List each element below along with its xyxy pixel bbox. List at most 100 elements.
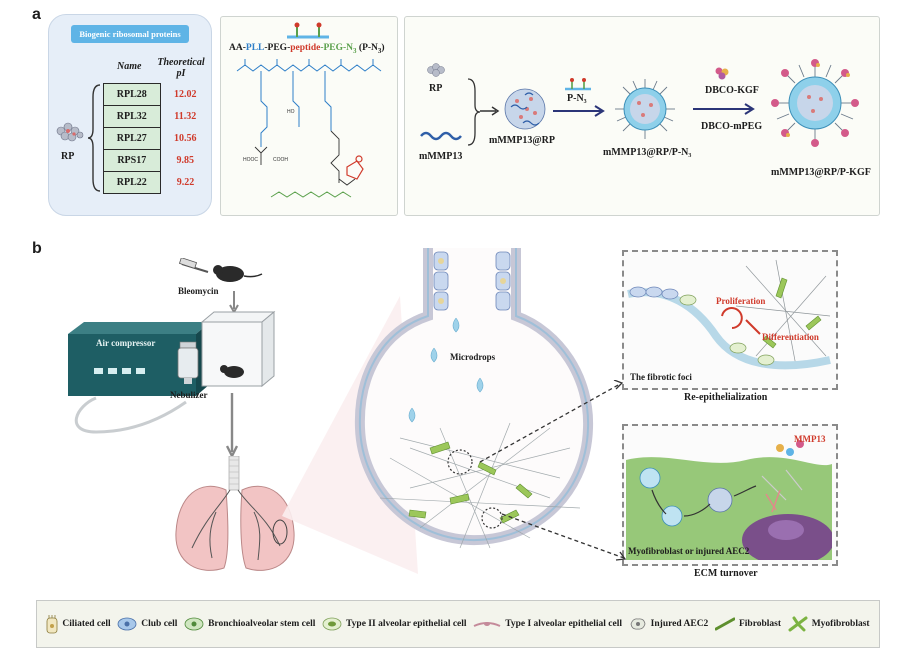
alveolus-illustration: [354, 248, 594, 549]
air-compressor-label: Air compressor: [96, 338, 156, 348]
zoom-leader-lines-lower: [501, 513, 627, 561]
legend-item: Fibroblast: [714, 617, 782, 631]
protein-name: RPS17: [103, 149, 161, 172]
table-row: RPL32 11.32: [103, 105, 211, 128]
table-row: RPL22 9.22: [103, 171, 211, 194]
synthesis-scheme-box: RP mMMP13 mMMP13@RP P-N₃ mMMP13@RP/P-N₃ …: [404, 16, 880, 216]
legend-label: Injured AEC2: [650, 619, 709, 629]
legend-item: Type I alveolar epithelial cell: [473, 618, 622, 630]
legend-label: Type II alveolar epithelial cell: [346, 619, 467, 629]
polymer-title-part: -PEG-: [264, 43, 291, 53]
proliferation-label: Proliferation: [716, 296, 766, 306]
cell-legend: Ciliated cell Club cell Bronchioalveolar…: [36, 600, 880, 648]
panel-b-letter: b: [32, 240, 42, 257]
polymer-title-part: 3: [353, 46, 357, 55]
rp-source-label: RP: [61, 151, 75, 162]
arrow-icon: [553, 105, 605, 117]
tubing-icon: [74, 396, 187, 434]
protein-name: RPL27: [103, 127, 161, 150]
differentiation-label: Differentiation: [762, 332, 819, 342]
polymer-structure-box: AA-PLL-PEG-peptide-PEG-N3 (P-N3) HO HOOC…: [220, 16, 398, 216]
polymer-title-part: 3: [377, 46, 382, 55]
mmmp13-label: mMMP13: [419, 151, 463, 162]
type2-cell-icon: [322, 617, 342, 631]
mouse-syringe-icon: [178, 258, 263, 282]
club-cell-icon: [117, 617, 137, 631]
legend-label: Myofibroblast: [811, 619, 870, 629]
exposure-chamber-icon: [200, 310, 276, 388]
pn3-cartoon-icon: [565, 78, 591, 91]
polymer-title-part: AA-: [229, 43, 246, 53]
microdrops-label: Microdrops: [450, 352, 496, 362]
protein-pi: 9.22: [176, 177, 195, 188]
protein-name: RPL32: [103, 105, 161, 128]
table-row: RPS17 9.85: [103, 149, 211, 172]
polymer-title-part: -PEG-N: [320, 43, 354, 53]
polymer-title-part: ): [381, 43, 385, 53]
polymer-title-part: peptide: [290, 43, 321, 53]
legend-label: Club cell: [141, 619, 178, 629]
arrow-icon: [226, 393, 238, 458]
svg-text:HO: HO: [287, 109, 295, 115]
ribosomal-protein-box-title: Biogenic ribosomal proteins: [71, 25, 189, 43]
protein-name: RPL22: [103, 171, 161, 194]
pn3-label: P-N₃: [567, 93, 587, 104]
svg-text:COOH: COOH: [273, 157, 288, 163]
rp-label: RP: [429, 83, 443, 94]
polymer-title-part: (P-N: [356, 43, 378, 53]
injured-aec2-icon: [630, 618, 646, 630]
arrow-icon: [693, 103, 755, 115]
legend-item: Myofibroblast: [788, 616, 870, 632]
brace-icon: [87, 84, 101, 192]
rp-small-icon: [427, 63, 445, 77]
nebulizer-icon: [177, 341, 199, 384]
legend-label: Ciliated cell: [62, 619, 111, 629]
polymer-cartoon-icon: [287, 22, 329, 39]
svg-text:HOOC: HOOC: [243, 157, 258, 163]
legend-item: Bronchioalveolar stem cell: [184, 617, 315, 631]
np2-label: mMMP13@RP/P-N₃: [603, 147, 692, 158]
kgf-cluster-icon: [715, 67, 729, 80]
fibroblast-icon: [714, 617, 735, 631]
np1-label: mMMP13@RP: [489, 135, 555, 146]
ciliated-cell-icon: [46, 615, 58, 634]
legend-label: Bronchioalveolar stem cell: [208, 619, 316, 629]
polymer-title: AA-PLL-PEG-peptide-PEG-N3 (P-N3): [229, 43, 385, 55]
chemical-structure-icon: HO HOOC COOH: [236, 59, 382, 198]
arrow-icon: [480, 106, 500, 116]
mmmp13-rp-p-kgf-nanoparticle-icon: [771, 59, 859, 147]
mmp13-label: MMP13: [794, 434, 826, 444]
bleomycin-label: Bleomycin: [178, 286, 219, 296]
column-name-header: Name: [117, 61, 142, 72]
ribosomal-protein-box: Biogenic ribosomal proteins Name Theoret…: [48, 14, 212, 216]
legend-item: Injured AEC2: [629, 617, 709, 631]
brace-merge-icon: [467, 78, 481, 146]
stem-cell-icon: [184, 617, 204, 631]
zoom-leader-lines: [479, 380, 624, 526]
myofibroblast-icon: [788, 616, 808, 632]
dbco-kgf-label: DBCO-KGF: [705, 85, 759, 96]
mmmp13-wave-icon: [420, 131, 462, 141]
np3-label: mMMP13@RP/P-KGF: [771, 167, 871, 178]
protein-pi: 9.85: [176, 155, 195, 166]
column-pi-header: Theoretical pI: [157, 57, 205, 79]
table-row: RPL28 12.02: [103, 83, 211, 106]
re-epithelialization-label: Re-epithelialization: [684, 392, 768, 403]
nebulizer-label: Nebulizer: [170, 390, 208, 400]
legend-item: Ciliated cell: [46, 614, 111, 634]
legend-item: Club cell: [117, 617, 177, 631]
myofibroblast-or-aec2-label: Myofibroblast or injured AEC2: [628, 546, 750, 556]
dbco-mpeg-label: DBCO-mPEG: [701, 121, 763, 132]
protein-name: RPL28: [103, 83, 161, 106]
rp-cluster-icon: [56, 122, 84, 142]
type1-cell-icon: [473, 622, 501, 627]
protein-pi: 11.32: [174, 111, 197, 122]
fibrotic-foci-label: The fibrotic foci: [630, 372, 692, 382]
mmmp13-rp-pn3-nanoparticle-icon: [615, 79, 675, 139]
legend-label: Fibroblast: [738, 619, 782, 629]
protein-pi: 12.02: [174, 89, 197, 100]
panel-a-letter: a: [32, 6, 41, 23]
lungs-icon: [175, 456, 295, 571]
